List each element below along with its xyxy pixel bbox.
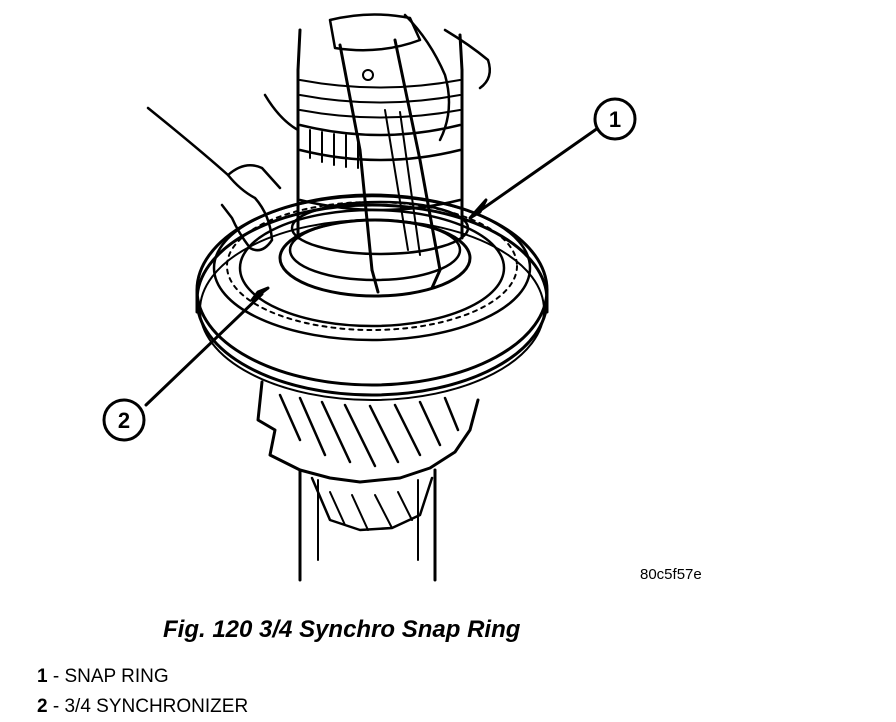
figure-caption: Fig. 120 3/4 Synchro Snap Ring [163,616,521,643]
snap-ring [290,200,470,256]
synchronizer-sleeve [195,193,549,401]
legend-label: SNAP RING [64,666,169,687]
callout-1: 1 [593,97,637,141]
legend: 1 - SNAP RING 2 - 3/4 SYNCHRONIZER [37,662,248,722]
synchro-illustration: 1 2 [102,13,637,582]
figure-code: 80c5f57e [640,566,702,583]
output-shaft [298,468,437,582]
legend-number: 1 [37,666,48,687]
callout-1-number: 1 [609,107,621,132]
snap-ring-pliers [328,13,442,294]
legend-number: 2 [37,696,48,717]
callout-leaders [144,126,600,407]
legend-item: 1 - SNAP RING [37,662,248,692]
legend-separator: - [47,696,65,717]
legend-separator: - [47,666,65,687]
technician-hands [146,13,491,252]
helical-gear [256,380,480,532]
legend-label: 3/4 SYNCHRONIZER [64,696,249,717]
callout-2: 2 [102,398,146,442]
callout-2-number: 2 [118,408,130,433]
legend-item: 2 - 3/4 SYNCHRONIZER [37,692,248,722]
